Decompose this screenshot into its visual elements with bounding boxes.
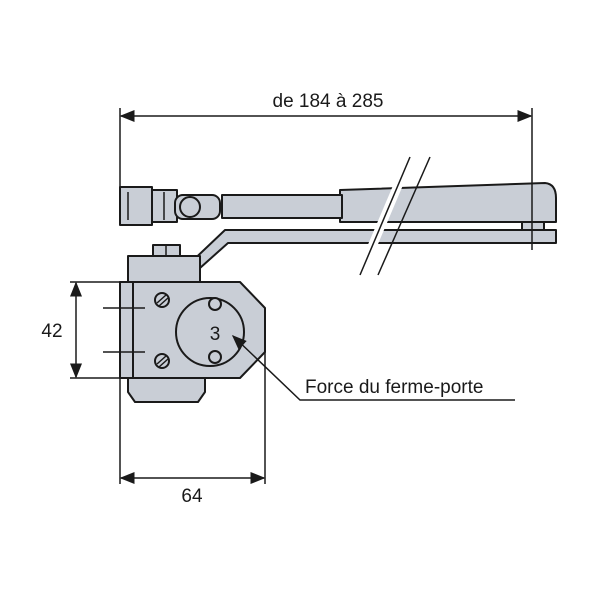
screw-icon <box>154 292 170 308</box>
arm-length-label: de 184 à 285 <box>273 91 384 112</box>
force-value: 3 <box>210 324 221 345</box>
dimension-width: 64 <box>119 352 266 507</box>
dimension-arm-length: de 184 à 285 <box>119 91 533 250</box>
width-label: 64 <box>181 486 203 507</box>
closer-body: 3 <box>119 244 266 403</box>
force-dial <box>175 297 245 367</box>
upper-arm <box>119 182 557 226</box>
height-label: 42 <box>41 321 62 342</box>
screw-icon <box>154 353 170 369</box>
force-label: Force du ferme-porte <box>305 377 483 398</box>
pivot-icon <box>179 196 201 218</box>
force-leader: Force du ferme-porte <box>231 334 515 401</box>
break-lines <box>355 155 431 277</box>
dimension-height: 42 <box>41 281 145 379</box>
